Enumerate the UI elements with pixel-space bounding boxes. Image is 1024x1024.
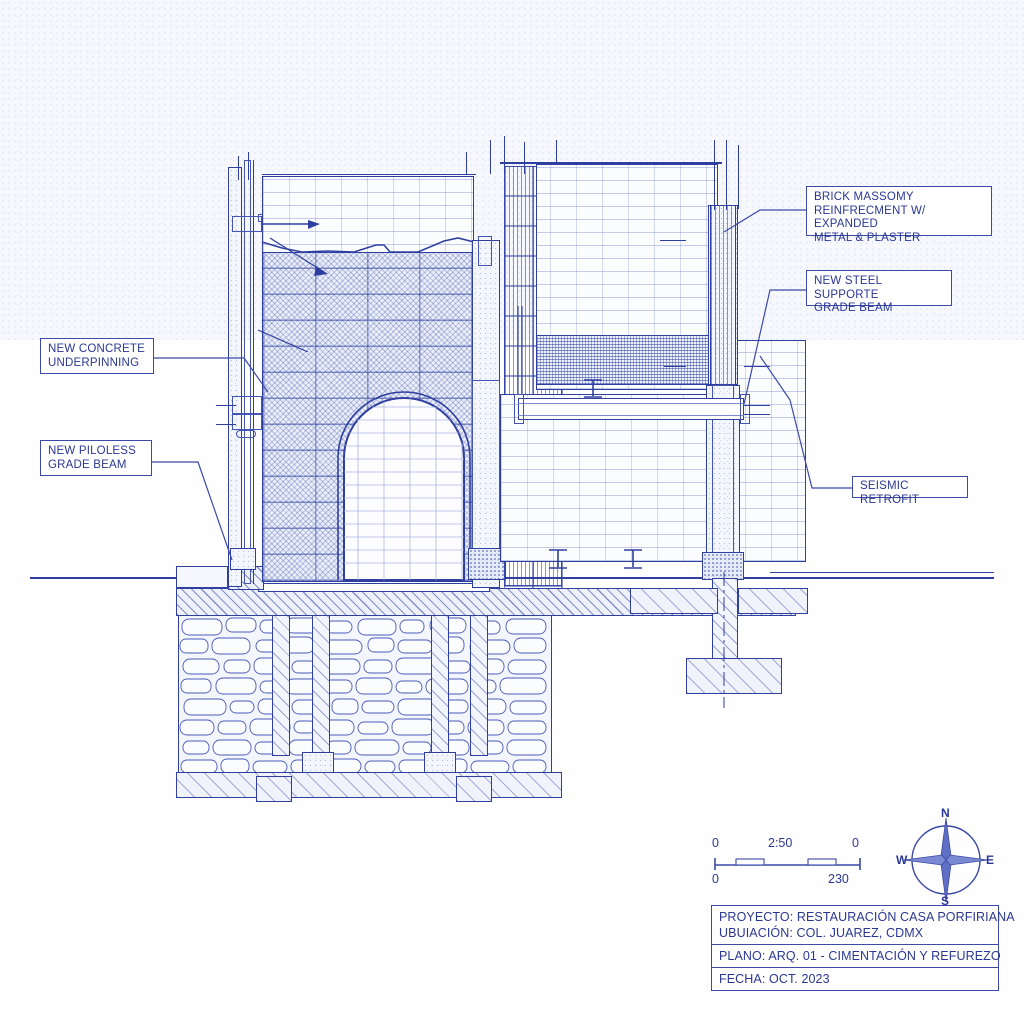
central-pier-cap <box>478 236 492 266</box>
compass-east-label: E <box>986 853 995 867</box>
grade-beam-right-ext <box>630 588 718 614</box>
scale-top-right-value: 0 <box>852 836 859 850</box>
rebar-vertical-2 <box>504 136 506 174</box>
scale-ratio-value: 2:50 <box>768 836 793 850</box>
expanded-metal-plaster-band <box>536 335 718 385</box>
shoring-tie-1 <box>216 405 236 407</box>
compass-north-label: N <box>941 806 950 820</box>
compass-icon <box>903 817 989 903</box>
central-pier-base <box>468 548 506 580</box>
compass-south-label: S <box>941 894 950 908</box>
beam-tie-right-2 <box>744 414 770 416</box>
grade-beam-left-step <box>176 566 228 588</box>
crack-leader-arrows <box>257 220 328 352</box>
title-block-fecha: FECHA: OCT. 2023 <box>719 972 830 986</box>
left-wall-top-line <box>262 174 476 176</box>
shoring-vertical-top-2 <box>248 152 250 180</box>
wall-tie-right-mid2 <box>744 366 770 368</box>
underpinning-pier-1 <box>272 615 290 756</box>
compass-rose: N E S W <box>896 806 996 908</box>
right-column-below-grade <box>712 578 738 660</box>
scale-bar-graphic <box>714 858 861 870</box>
column-centerline <box>723 572 725 708</box>
pier-footing-1 <box>302 752 334 774</box>
right-rebar-vertical-3 <box>738 145 740 209</box>
central-concrete-pier <box>472 240 500 588</box>
scale-bar: 0 2:50 0 0 230 <box>712 836 864 890</box>
right-brick-wall-return <box>718 340 806 562</box>
shoring-tie-2 <box>216 424 236 426</box>
rebar-vertical-1 <box>490 140 492 174</box>
right-brick-wall-lower <box>500 394 718 562</box>
shoring-post-left <box>228 167 242 587</box>
steel-beam-web-line-top <box>518 403 744 404</box>
shoring-post-left-inner <box>244 160 251 584</box>
right-pilaster-mesh <box>710 205 736 385</box>
pier-footing-2 <box>424 752 456 774</box>
underpinning-pier-4 <box>470 615 488 756</box>
right-column-spread-footing <box>686 658 782 694</box>
callout-new-concrete-underpinning[interactable]: NEW CONCRETE UNDERPINNING <box>40 338 154 374</box>
title-block-ubicacion: UBUIACIÓN: COL. JUAREZ, CDMX <box>712 925 998 945</box>
right-rebar-vertical-2 <box>726 140 728 210</box>
shoring-jack-plate <box>236 430 256 438</box>
i-beam-stiffener-lower-2 <box>624 549 642 569</box>
beam-tie-right-1 <box>744 405 770 407</box>
roof-slab-line <box>500 162 722 164</box>
shoring-base-plate <box>230 548 256 570</box>
grade-beam-right-ext2 <box>738 588 808 614</box>
wall-tie-right-mid <box>664 366 686 368</box>
shoring-vertical-top-1 <box>238 156 240 180</box>
underpinning-pier-3 <box>431 615 449 756</box>
right-column-base <box>702 552 744 580</box>
steel-beam-web-line-bot <box>518 415 744 416</box>
callout-new-steel-support-grade-beam[interactable]: NEW STEEL SUPPORTE GRADE BEAM <box>806 270 952 314</box>
title-block-proyecto: PROYECTO: RESTAURACIÓN CASA PORFIRIANA <box>719 910 1015 924</box>
rebar-vertical-4 <box>556 140 558 174</box>
shoring-bracket-mid2 <box>232 414 262 430</box>
shoring-bracket-upper <box>232 216 262 232</box>
scale-top-left-value: 0 <box>712 836 719 850</box>
grade-line-right <box>770 572 994 574</box>
wall-tie-right-upper <box>660 240 686 242</box>
title-block-plano: PLANO: ARQ. 01 - CIMENTACIÓN Y REFUREZO <box>712 945 1001 968</box>
i-beam-stiffener-lower-1 <box>549 549 567 569</box>
steel-beam-end-plate-right <box>740 394 750 424</box>
steel-beam-end-plate-left <box>514 394 524 424</box>
masonry-break-line <box>261 237 475 253</box>
mat-slab-drop-1 <box>256 776 292 802</box>
right-rebar-vertical-1 <box>714 140 716 210</box>
title-block: PROYECTO: RESTAURACIÓN CASA PORFIRIANA U… <box>711 905 1015 991</box>
rebar-vertical-5 <box>466 152 468 174</box>
arched-opening <box>337 391 471 581</box>
callout-brick-masonry-reinforcement[interactable]: BRICK MASSOMY REINFRECMENT W/ EXPANDED M… <box>806 186 992 244</box>
scale-bottom-left-value: 0 <box>712 872 719 886</box>
compass-west-label: W <box>896 853 908 867</box>
rebar-vertical-3 <box>524 142 526 174</box>
i-beam-stiffener-top <box>584 379 602 398</box>
callout-new-pileless-grade-beam[interactable]: NEW PILOLESS GRADE BEAM <box>40 440 152 476</box>
callout-seismic-retrofit[interactable]: SEISMIC RETROFIT <box>852 476 968 506</box>
foundation-mat-slab <box>176 772 562 798</box>
scale-bottom-right-value: 230 <box>828 872 849 886</box>
mat-slab-drop-2 <box>456 776 492 802</box>
